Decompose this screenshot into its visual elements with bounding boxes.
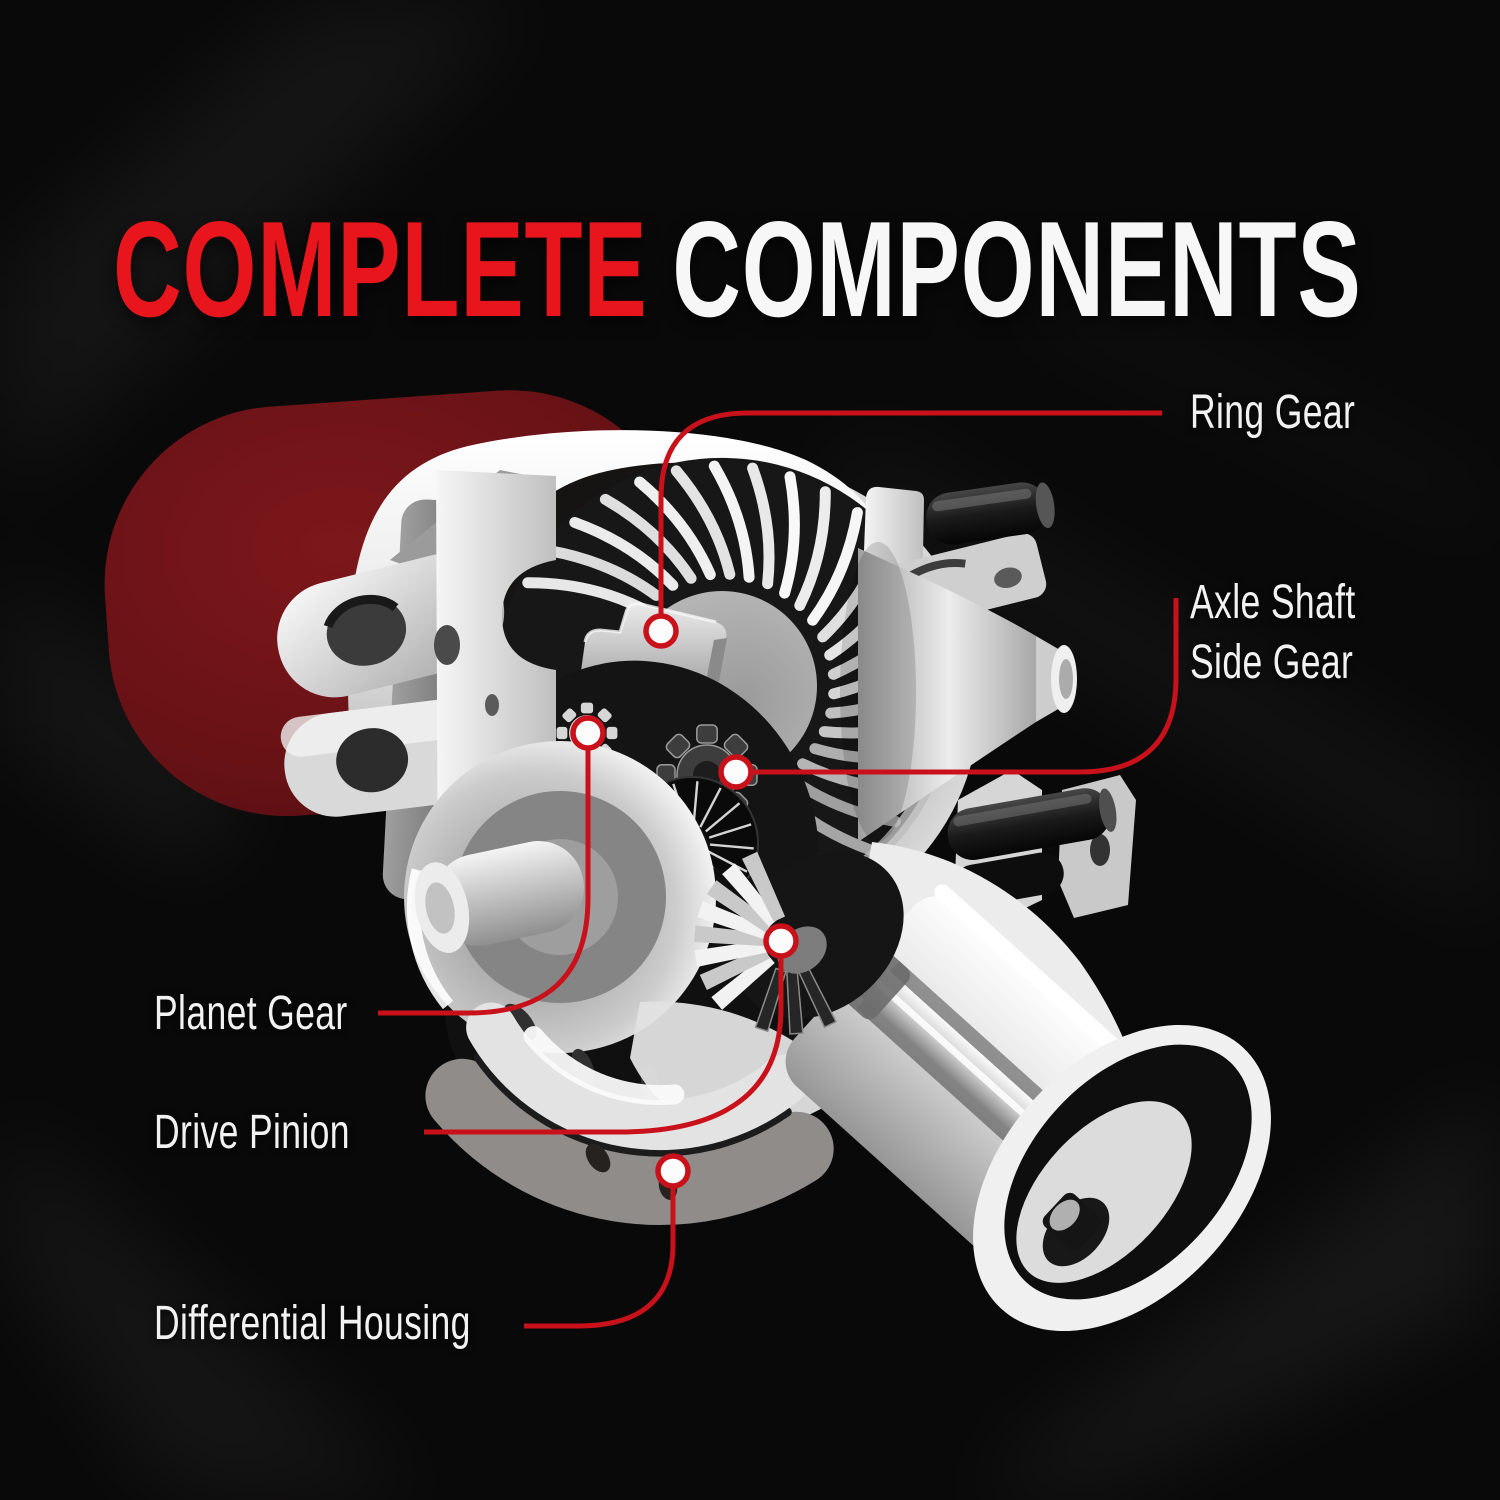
callout-planet-gear: Planet Gear — [154, 984, 348, 1044]
planet-gear-dot — [570, 715, 606, 751]
drive-pinion-gear — [694, 851, 904, 1035]
axle-shaft-label-line2: Side Gear — [1190, 636, 1354, 689]
drive-pinion-label: Drive Pinion — [154, 1106, 350, 1159]
drive-pinion-dot — [763, 923, 799, 959]
planet-gear-leader — [378, 750, 591, 1016]
axle-shaft-label-line1: Axle Shaft — [1190, 576, 1356, 629]
ring-gear-leader — [658, 410, 1162, 614]
axle-shaft-side-gear-leader — [752, 598, 1179, 775]
callout-axle-shaft-side-gear: Axle Shaft Side Gear — [1190, 573, 1356, 693]
axle-shaft-side-gear-dot — [718, 754, 754, 790]
planet-gear-label: Planet Gear — [154, 987, 348, 1040]
differential-housing-dot — [655, 1153, 691, 1189]
pinion-sleeve — [785, 884, 1271, 1332]
axle-shaft-stub-top — [925, 482, 1055, 545]
callout-ring-gear: Ring Gear — [1190, 383, 1355, 443]
differential-housing-label: Differential Housing — [154, 1297, 471, 1350]
leader-lines — [378, 410, 1179, 1329]
title-highlight: COMPLETE — [113, 193, 648, 346]
case-stub-shaft — [414, 841, 585, 953]
callout-drive-pinion: Drive Pinion — [154, 1103, 350, 1163]
drive-pinion-leader — [424, 958, 784, 1135]
ring-gear-label: Ring Gear — [1190, 386, 1356, 439]
ring-gear-dot — [643, 613, 679, 649]
differential-assembly — [277, 430, 1271, 1332]
callout-differential-housing: Differential Housing — [154, 1294, 471, 1354]
title-rest: COMPONENTS — [672, 193, 1362, 346]
differential-housing-leader — [524, 1188, 676, 1329]
